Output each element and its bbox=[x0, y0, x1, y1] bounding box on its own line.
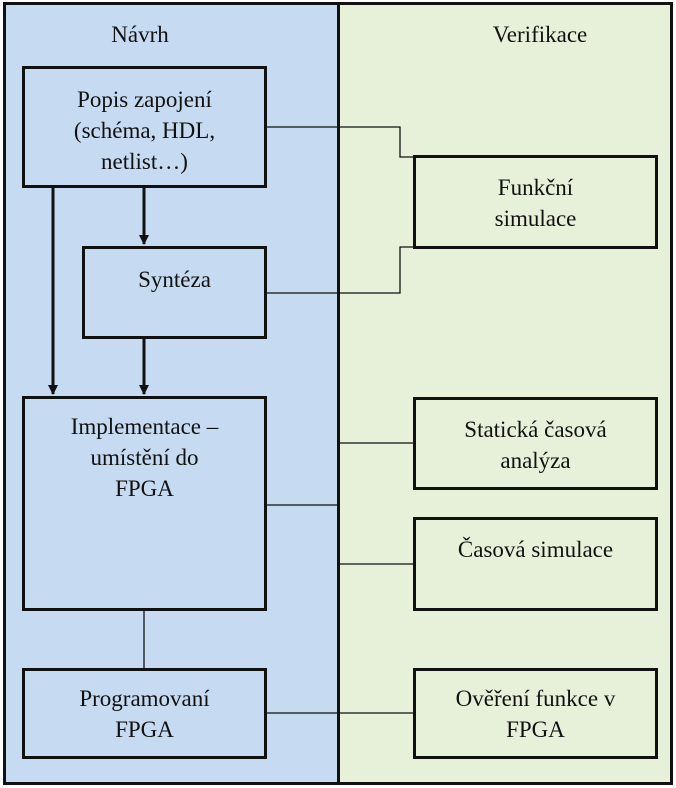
design-column-title: Návrh bbox=[111, 22, 169, 47]
link-synthesis-to-functional-sim bbox=[264, 246, 416, 294]
timing-sim-box: Časová simulace bbox=[413, 517, 658, 611]
programming-label: Programovaní FPGA bbox=[79, 686, 210, 742]
static-timing-box: Statická časová analýza bbox=[413, 397, 658, 490]
timing-sim-label: Časová simulace bbox=[457, 537, 614, 562]
implementation-box: Implementace – umístění do FPGA bbox=[22, 396, 267, 611]
synthesis-box: Syntéza bbox=[82, 246, 267, 339]
programming-box: Programovaní FPGA bbox=[22, 668, 267, 759]
implementation-label: Implementace – umístění do FPGA bbox=[70, 414, 219, 501]
description-box: Popis zapojení (schéma, HDL, netlist…) bbox=[22, 66, 267, 188]
functional-sim-label: Funkční simulace bbox=[494, 175, 577, 231]
verification-column-title: Verifikace bbox=[492, 22, 588, 47]
synthesis-label: Syntéza bbox=[138, 267, 211, 292]
verification-column bbox=[337, 2, 673, 785]
description-label: Popis zapojení (schéma, HDL, netlist…) bbox=[73, 87, 216, 174]
link-description-to-functional-sim bbox=[264, 126, 416, 158]
functional-sim-box: Funkční simulace bbox=[413, 155, 658, 249]
static-timing-label: Statická časová analýza bbox=[464, 417, 607, 473]
fpga-check-label: Ověření funkce v FPGA bbox=[455, 686, 616, 742]
fpga-check-box: Ověření funkce v FPGA bbox=[413, 668, 658, 759]
